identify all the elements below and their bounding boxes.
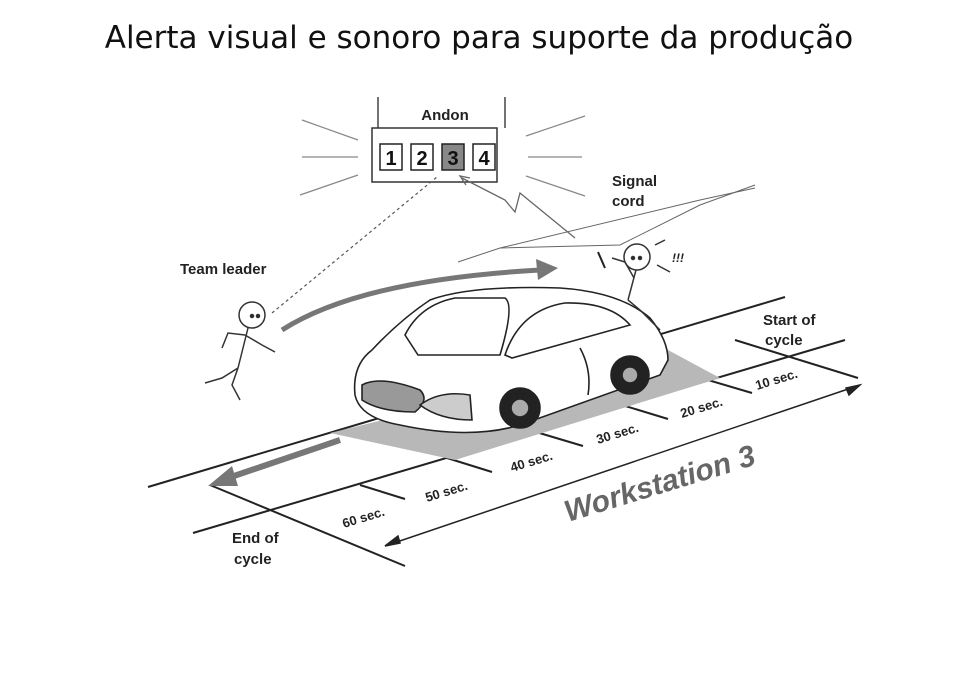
andon-number: 1 <box>385 148 396 170</box>
andon-light-1 <box>379 143 403 171</box>
start-of-cycle-label-line1: Start of <box>763 312 817 329</box>
worker-exclamation: !!! <box>672 251 684 265</box>
andon-light-4 <box>472 143 496 171</box>
end-of-cycle-label-line1: End of <box>232 530 280 547</box>
andon-number: 4 <box>478 148 490 170</box>
car-illustration <box>353 286 669 434</box>
start-of-cycle-label-line2: cycle <box>765 332 803 349</box>
time-mark-50: 50 sec. <box>423 478 469 505</box>
time-mark-30: 30 sec. <box>594 420 640 447</box>
andon-board: Andon 1 2 3 4 <box>299 97 586 197</box>
slide-title: Alerta visual e sonoro para suporte da p… <box>104 20 854 56</box>
andon-light-2 <box>410 143 434 171</box>
andon-number: 3 <box>447 148 458 170</box>
worker-figure <box>597 239 671 331</box>
team-leader-label: Team leader <box>180 261 267 278</box>
time-mark-60: 60 sec. <box>340 504 386 531</box>
signal-zigzag-arrow <box>458 175 576 239</box>
time-mark-20: 20 sec. <box>678 394 724 421</box>
team-leader-path-arrow <box>280 259 558 333</box>
signal-cord-label-line1: Signal <box>612 173 657 190</box>
flow-arrow-out <box>208 437 341 486</box>
end-of-cycle-label-line2: cycle <box>234 551 272 568</box>
andon-light-3-active <box>441 143 465 171</box>
time-mark-10: 10 sec. <box>753 366 799 393</box>
team-leader-figure <box>204 301 276 401</box>
time-mark-40: 40 sec. <box>508 448 554 475</box>
signal-cord <box>457 184 756 263</box>
team-leader-sight-line <box>271 176 438 314</box>
workstation-dimension-arrow <box>384 383 863 547</box>
andon-label: Andon <box>421 107 468 124</box>
andon-number: 2 <box>416 148 427 170</box>
andon-light-rays <box>299 115 586 197</box>
signal-cord-label-line2: cord <box>612 193 645 210</box>
